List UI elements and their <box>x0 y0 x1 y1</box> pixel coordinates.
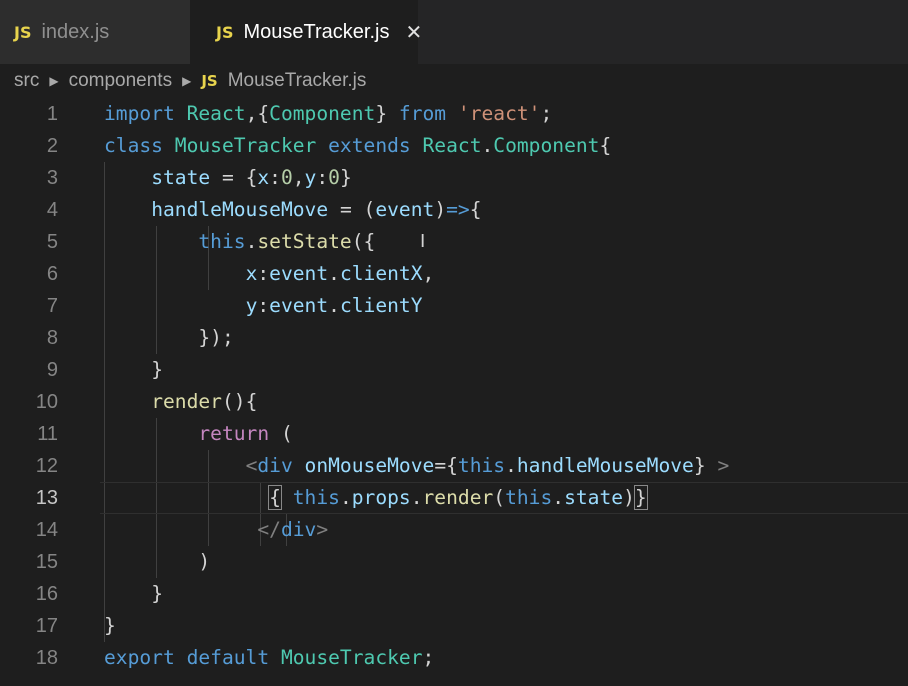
code-line[interactable]: 12 <div onMouseMove={this.handleMouseMov… <box>0 450 908 482</box>
line-number: 7 <box>46 295 58 317</box>
code-line[interactable]: 2 class MouseTracker extends React.Compon… <box>0 130 908 162</box>
line-number: 15 <box>35 551 58 573</box>
close-icon[interactable]: ✕ <box>405 20 423 44</box>
js-file-icon: JS <box>216 22 234 42</box>
indent-guide <box>208 226 209 290</box>
code-editor[interactable]: I 1 import React,{Component} from 'react'… <box>0 98 908 686</box>
chevron-right-icon: ▶ <box>182 74 192 88</box>
code-text: <div onMouseMove={this.handleMouseMove} … <box>245 454 730 477</box>
line-number: 6 <box>46 263 58 285</box>
indent-guide <box>208 450 209 546</box>
code-line[interactable]: 18 export default MouseTracker; <box>0 642 908 674</box>
line-number: 5 <box>46 231 58 253</box>
code-text: export default MouseTracker; <box>104 646 435 669</box>
code-text: y:event.clientY <box>245 294 423 317</box>
line-number: 2 <box>46 135 58 157</box>
breadcrumb: src ▶ components ▶ JS MouseTracker.js <box>0 64 908 98</box>
code-text: ) <box>198 550 211 573</box>
code-line[interactable]: 4 handleMouseMove = (event)=>{ <box>0 194 908 226</box>
code-line[interactable]: 17} <box>0 610 908 642</box>
code-text: render(){ <box>151 390 258 413</box>
chevron-right-icon: ▶ <box>49 74 59 88</box>
code-text: } <box>151 582 163 605</box>
code-text: x:event.clientX, <box>245 262 435 285</box>
code-line[interactable]: 3 state = {x:0,y:0} <box>0 162 908 194</box>
js-file-icon: JS <box>201 72 218 90</box>
indent-guide <box>286 514 287 546</box>
code-text: class MouseTracker extends React.Compone… <box>104 134 612 157</box>
line-number: 10 <box>35 391 58 413</box>
code-line[interactable]: 7 y:event.clientY <box>0 290 908 322</box>
line-number: 17 <box>35 615 58 637</box>
code-line[interactable]: 9 } <box>0 354 908 386</box>
tab-bar: JS index.js JS MouseTracker.js ✕ <box>0 0 908 64</box>
breadcrumb-item-file[interactable]: MouseTracker.js <box>227 70 367 91</box>
line-number: 9 <box>46 359 58 381</box>
tab-label: MouseTracker.js <box>243 20 390 43</box>
indent-guide <box>156 418 157 578</box>
code-line[interactable]: 8 }); <box>0 322 908 354</box>
line-number: 12 <box>35 455 58 477</box>
code-text: </div> <box>257 518 329 541</box>
line-number: 3 <box>46 167 58 189</box>
code-line[interactable]: 1 import React,{Component} from 'react'; <box>0 98 908 130</box>
tab-index-js[interactable]: JS index.js <box>0 0 190 64</box>
line-number: 8 <box>46 327 58 349</box>
code-line[interactable]: 5 this.setState({ <box>0 226 908 258</box>
line-number: 13 <box>35 487 58 509</box>
code-text: } <box>104 614 116 637</box>
code-line[interactable]: 15 ) <box>0 546 908 578</box>
code-line[interactable]: 13 { this.props.render(this.state)} <box>0 482 908 514</box>
js-file-icon: JS <box>14 22 32 42</box>
code-text: handleMouseMove = (event)=>{ <box>151 198 482 221</box>
breadcrumb-item-components[interactable]: components <box>68 70 173 91</box>
line-number: 4 <box>46 199 58 221</box>
line-number: 14 <box>35 519 58 541</box>
code-line[interactable]: 11 return ( <box>0 418 908 450</box>
code-line[interactable]: 14 </div> <box>0 514 908 546</box>
code-line[interactable]: 10 render(){ <box>0 386 908 418</box>
code-line[interactable]: 6 x:event.clientX, <box>0 258 908 290</box>
indent-guide <box>260 482 261 546</box>
line-number: 18 <box>35 647 58 669</box>
line-number: 16 <box>35 583 58 605</box>
line-number: 11 <box>37 423 58 445</box>
mouse-cursor-ibeam: I <box>420 231 426 252</box>
indent-guide <box>104 162 105 642</box>
indent-guide <box>156 226 157 354</box>
code-text: } <box>151 358 163 381</box>
code-line[interactable]: 16 } <box>0 578 908 610</box>
code-text: state = {x:0,y:0} <box>151 166 352 189</box>
code-text: return ( <box>198 422 293 445</box>
breadcrumb-item-src[interactable]: src <box>14 70 40 91</box>
tab-mousetracker-js[interactable]: JS MouseTracker.js ✕ <box>190 0 422 64</box>
code-text: }); <box>198 326 234 349</box>
code-text: import React,{Component} from 'react'; <box>104 102 553 125</box>
code-text: { this.props.render(this.state)} <box>268 485 648 510</box>
line-number: 1 <box>46 103 58 125</box>
code-text: this.setState({ <box>198 230 376 253</box>
tab-label: index.js <box>41 20 110 43</box>
